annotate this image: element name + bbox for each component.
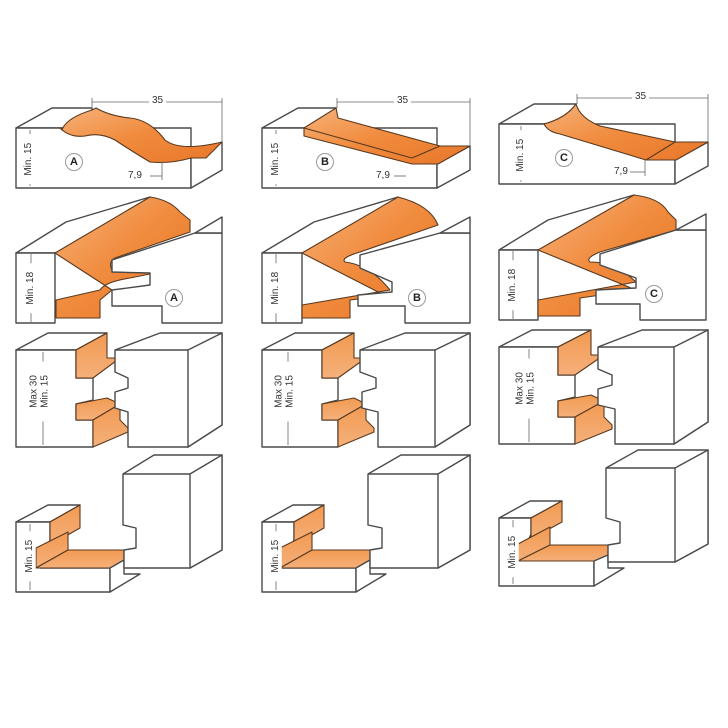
tongue-groove-a — [15, 332, 223, 448]
tongue-groove-c — [498, 329, 709, 445]
rabbet-joint-b — [261, 454, 471, 593]
rail-stile-a — [15, 196, 223, 324]
rail-stile-b — [261, 196, 471, 324]
rail-stile-c — [498, 194, 707, 321]
tongue-groove-b — [261, 332, 471, 448]
rabbet-joint-a — [15, 454, 223, 593]
panel-profile-b — [261, 107, 471, 189]
panel-profile-a — [15, 107, 223, 189]
rabbet-joint-c — [498, 449, 709, 587]
panel-profile-c — [498, 103, 709, 185]
